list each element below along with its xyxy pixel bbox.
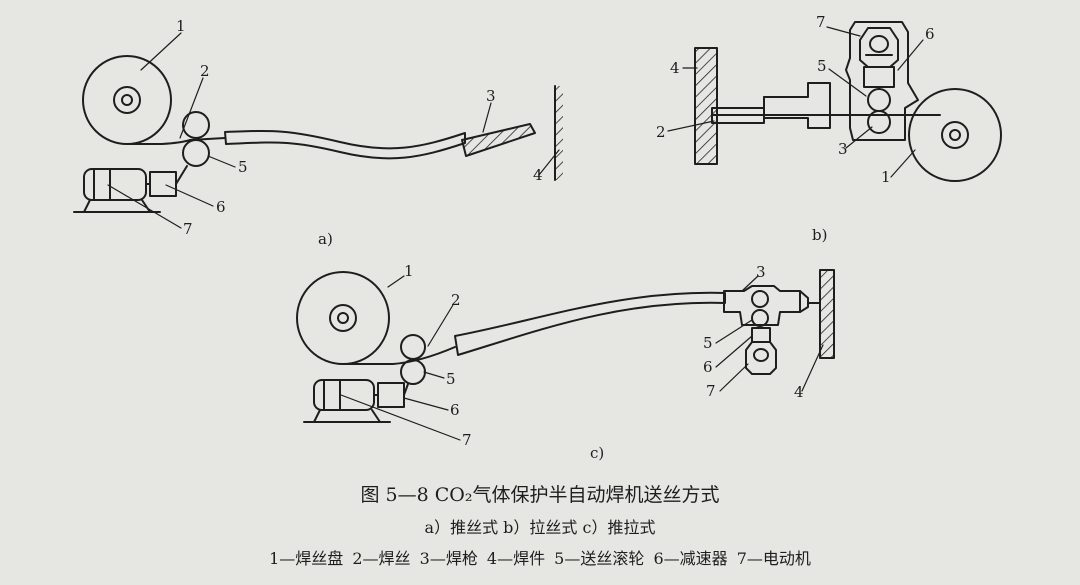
callout-b-3: 3 [838,140,848,158]
motor-b [859,27,899,68]
reducer-c2 [751,327,771,343]
feed-rollers-b [867,88,891,134]
callout-a-6: 6 [216,198,226,216]
feed-rollers-c2 [751,290,769,327]
callout-a-1: 1 [176,17,186,35]
callouts-c: 1 2 3 5 6 7 4 5 6 7 [404,262,804,449]
panel-a-push [73,32,563,229]
callout-c-6b: 6 [450,401,460,419]
figure-subtitle: a）推丝式 b）拉丝式 c）推拉式 [424,518,656,537]
welding-torch-b [711,82,831,129]
leader-lines-a [107,32,560,229]
reducer-a [145,165,188,197]
callout-a-7: 7 [183,220,193,238]
callout-c-5: 5 [703,334,713,352]
reducer-c [373,382,409,408]
welding-wire-a [126,137,226,145]
callout-b-1: 1 [881,168,891,186]
welding-torch-a [461,123,536,157]
callout-c-7: 7 [706,382,716,400]
callout-c-6: 6 [703,358,713,376]
callout-b-5: 5 [817,57,827,75]
welding-wire-c [342,346,456,365]
workpiece-b [694,47,718,165]
panel-label-a: a) [318,230,333,248]
callouts-b: 7 6 5 4 2 3 1 [656,13,935,186]
panel-label-b: b) [812,226,827,244]
figure-legend: 1—焊丝盘 2—焊丝 3—焊枪 4—焊件 5—送丝滚轮 6—减速器 7—电动机 [269,549,811,568]
wire-spool-a [82,55,172,145]
motor-c2 [745,341,777,375]
callout-c-2: 2 [451,291,461,309]
feed-rollers-a [182,111,210,167]
callout-a-2: 2 [200,62,210,80]
workpiece-a [554,85,563,181]
callout-b-6: 6 [925,25,935,43]
panel-b-pull [667,21,1002,182]
wire-hose-c [454,291,726,356]
workpiece-c [819,269,835,359]
reducer-b [863,66,895,90]
torch-housing-b [845,21,919,141]
panel-c-push-pull [296,269,835,441]
callout-c-7b: 7 [462,431,472,449]
callout-a-5: 5 [238,158,248,176]
wire-spool-b [908,88,1002,182]
callout-b-7: 7 [816,13,826,31]
panel-label-c: c) [590,444,604,462]
callout-b-4: 4 [670,59,680,77]
wire-spool-c [296,271,390,365]
callout-c-1: 1 [404,262,414,280]
callout-c-4: 4 [794,383,804,401]
wire-hose-a [224,130,466,160]
welding-torch-c [723,285,821,326]
callout-c-5b: 5 [446,370,456,388]
leader-lines-b [667,26,924,178]
callout-b-2: 2 [656,123,666,141]
callout-c-3: 3 [756,263,766,281]
callouts-a: 1 2 3 4 5 6 7 [176,17,543,238]
callout-a-4: 4 [533,166,543,184]
callout-a-3: 3 [486,87,496,105]
figure-title: 图 5—8 CO₂气体保护半自动焊机送丝方式 [360,484,720,506]
leader-lines-c [340,275,824,441]
